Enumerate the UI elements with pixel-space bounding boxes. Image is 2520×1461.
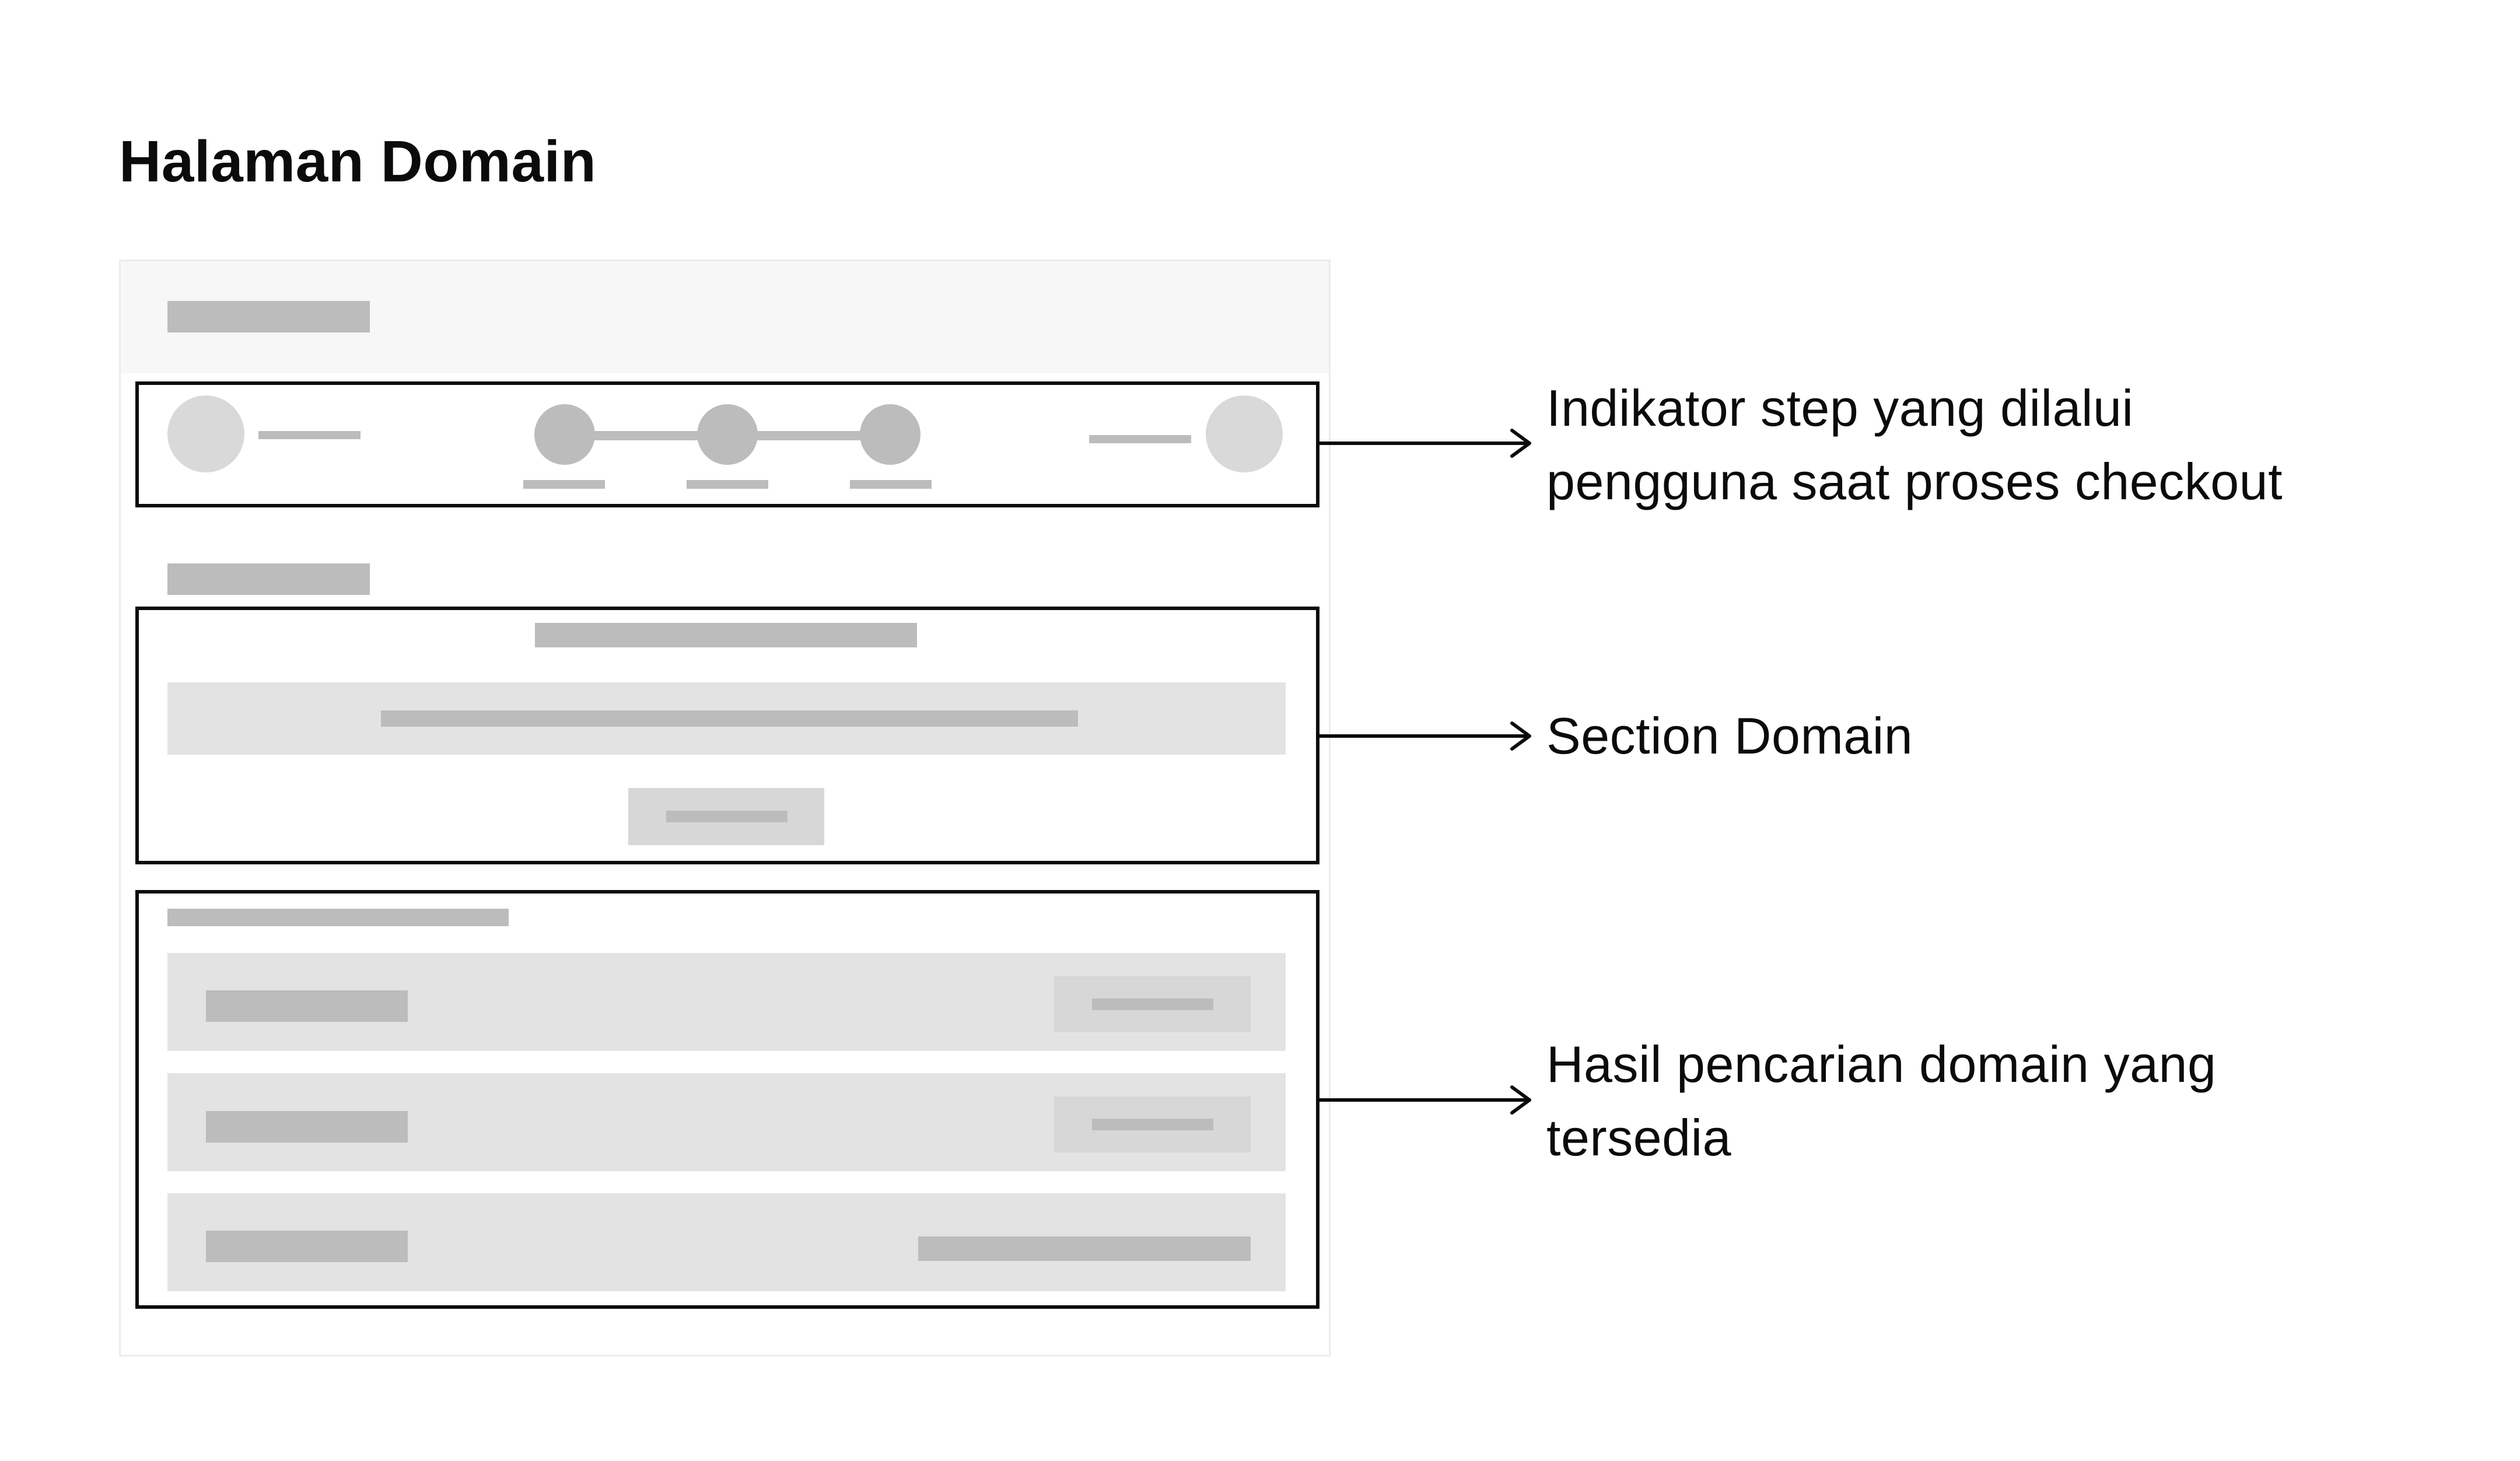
wireframe-page <box>119 260 1331 1357</box>
result-row-2-button-label-placeholder <box>1092 1119 1213 1130</box>
result-row-2-domain-placeholder <box>206 1111 408 1143</box>
page-title: Halaman Domain <box>119 129 597 194</box>
arrow-step-indicator <box>1318 429 1531 458</box>
arrow-search-results <box>1318 1085 1531 1115</box>
annotation-section-domain: Section Domain <box>1546 707 1913 765</box>
step-start-label-placeholder <box>258 431 360 439</box>
step-indicator-3 <box>860 404 921 465</box>
annotation-step-indicator-line2: pengguna saat proses checkout <box>1546 453 2283 510</box>
result-row-1-button-label-placeholder <box>1092 998 1213 1010</box>
step-label-2-placeholder <box>687 480 768 489</box>
domain-search-button-label-placeholder <box>666 811 788 822</box>
result-row-1-domain-placeholder <box>206 990 408 1022</box>
result-row-3-status-placeholder <box>918 1236 1251 1261</box>
result-row-3-domain-placeholder <box>206 1231 408 1262</box>
step-end-avatar-placeholder <box>1206 395 1283 472</box>
annotation-search-results-line1: Hasil pencarian domain yang <box>1546 1035 2217 1093</box>
domain-search-input-text-placeholder <box>381 710 1078 727</box>
step-label-1-placeholder <box>523 480 605 489</box>
annotation-step-indicator-line1: Indikator step yang dilalui <box>1546 379 2134 437</box>
header-logo-placeholder <box>167 301 370 332</box>
search-results-frame <box>135 890 1320 1309</box>
step-indicator-1 <box>534 404 595 465</box>
step-indicator-2 <box>697 404 758 465</box>
results-heading-placeholder <box>167 909 509 926</box>
arrow-section-domain <box>1318 721 1531 751</box>
section-heading-placeholder <box>167 563 370 595</box>
section-domain-frame <box>135 607 1320 864</box>
domain-section-title-placeholder <box>535 623 917 647</box>
annotation-search-results-line2: tersedia <box>1546 1109 1732 1166</box>
step-end-label-placeholder <box>1089 435 1191 443</box>
step-label-3-placeholder <box>850 480 932 489</box>
step-indicator-frame <box>135 381 1320 507</box>
step-start-avatar-placeholder <box>167 395 244 472</box>
